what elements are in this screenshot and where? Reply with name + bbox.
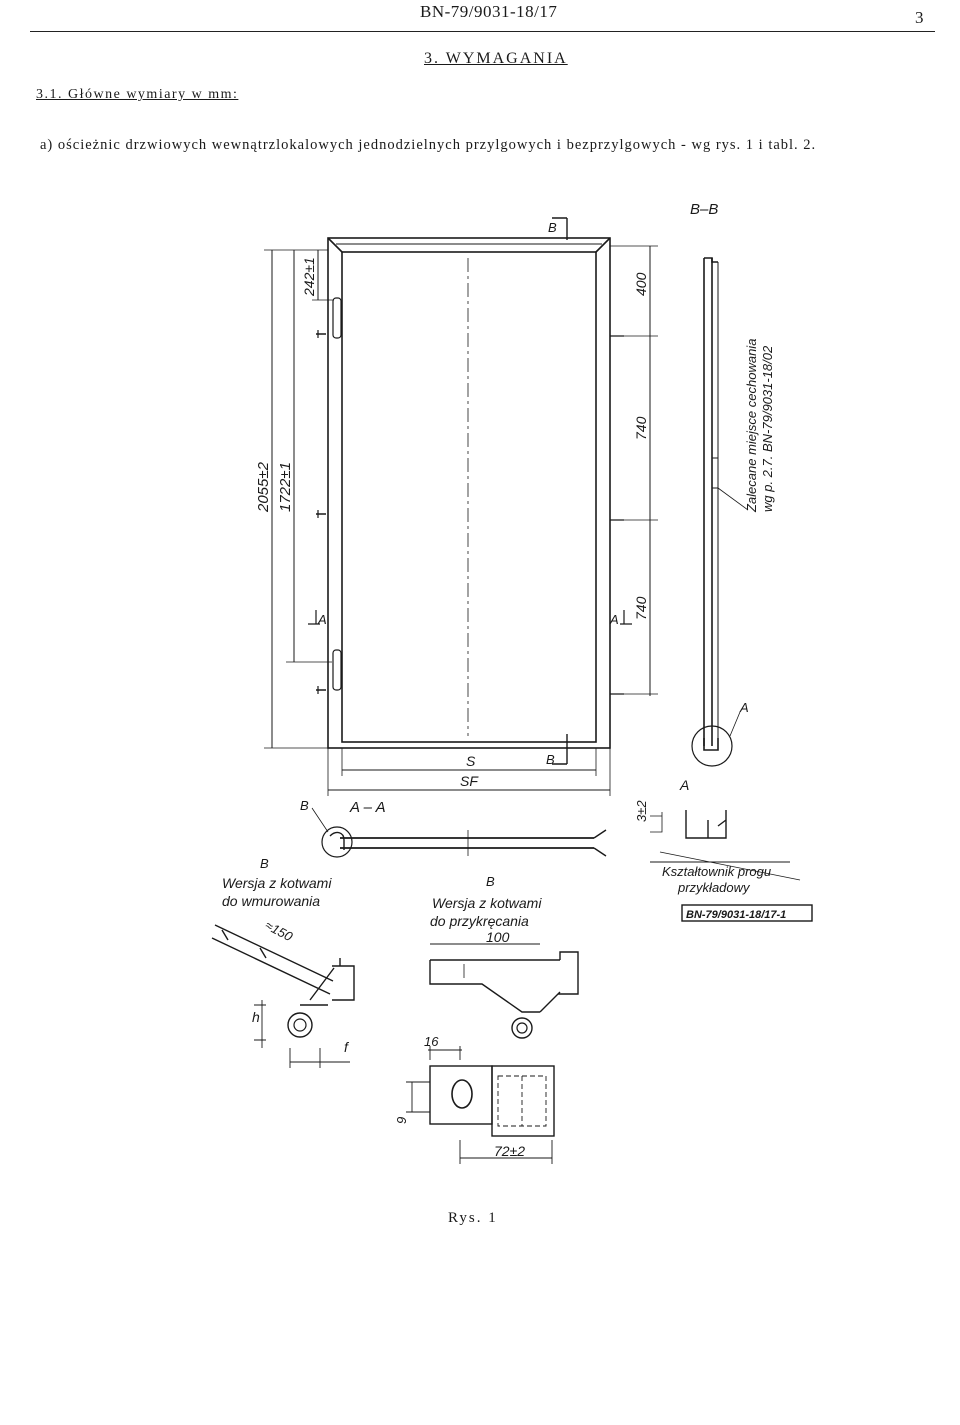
dim-3: 3±2 <box>634 800 649 822</box>
label-masonry-1: Wersja z kotwami <box>222 875 332 891</box>
dim-top-spacing: 400 <box>633 272 649 296</box>
label-section-aa: A – A <box>349 799 386 816</box>
dim-inner-height: 1722±1 <box>277 462 294 512</box>
figure-caption: Rys. 1 <box>448 1210 498 1226</box>
dim-f: f <box>344 1039 350 1055</box>
frame-inner <box>341 251 597 743</box>
label-mark-b-masonry: B <box>260 856 269 871</box>
label-mark-b-screw: B <box>486 874 495 889</box>
dim-width-s: S <box>466 753 476 769</box>
label-screw-1: Wersja z kotwami <box>432 895 542 911</box>
label-section-bb: B–B <box>690 201 718 218</box>
header-rule <box>30 31 935 32</box>
label-threshold-ref: BN-79/9031-18/17-1 <box>686 909 786 921</box>
dim-mid-spacing-1: 740 <box>633 416 649 440</box>
hinge-bottom <box>332 649 342 691</box>
threshold-ref-box <box>681 904 813 922</box>
dim-width-sf: SF <box>460 773 479 789</box>
label-mark-a-right: A <box>609 612 619 627</box>
label-threshold-1: Kształtownik progu <box>662 864 771 879</box>
dim-top-offset: 242±1 <box>301 257 317 297</box>
dim-72: 72±2 <box>494 1143 525 1159</box>
label-threshold-2: przykładowy <box>677 880 751 895</box>
dim-16: 16 <box>424 1034 439 1049</box>
label-mark-a-threshold: A <box>679 777 689 793</box>
dim-approx-150: ≈150 <box>263 917 296 944</box>
label-screw-2: do przykręcania <box>430 913 529 929</box>
label-mark-b-top: B <box>548 220 557 235</box>
item-a-text: a) ościeżnic drzwiowych wewnątrzlokalowy… <box>40 137 817 153</box>
section-title: 3. WYMAGANIA <box>424 50 568 67</box>
label-mark-a-left: A <box>317 612 327 627</box>
dim-overall-height: 2055±2 <box>255 461 272 513</box>
label-calibration-1: Zalecane miejsce cechowania <box>744 339 759 513</box>
dim-100: 100 <box>486 929 510 945</box>
page-number: 3 <box>915 8 924 27</box>
standard-code: BN-79/9031-18/17 <box>420 2 558 21</box>
subsection-title: 3.1. Główne wymiary w mm: <box>36 87 239 102</box>
hinge-top <box>332 297 342 339</box>
label-mark-b-detail: B <box>300 798 309 813</box>
label-masonry-2: do wmurowania <box>222 893 320 909</box>
dim-mid-spacing-2: 740 <box>633 596 649 620</box>
label-mark-a-detail: A <box>739 700 749 715</box>
dim-h: h <box>252 1009 260 1025</box>
label-calibration-2: wg p. 2.7. BN-79/9031-18/02 <box>760 345 775 512</box>
frame-outer <box>327 237 611 749</box>
label-mark-b-bottom: B <box>546 752 555 767</box>
dim-9: 9 <box>394 1117 409 1124</box>
